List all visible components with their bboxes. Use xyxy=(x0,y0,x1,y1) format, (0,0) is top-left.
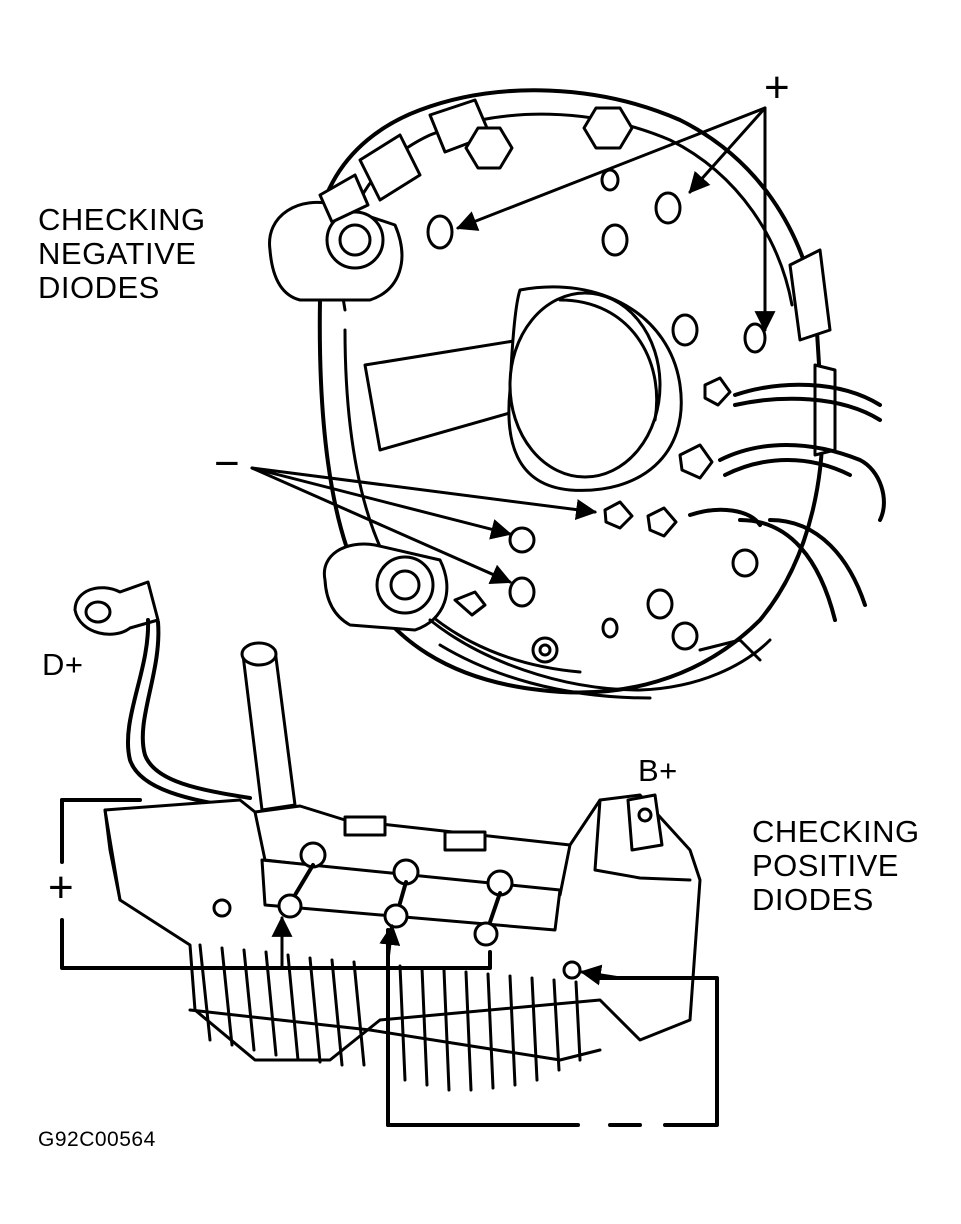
test-lead-lines xyxy=(60,798,719,1127)
rectifier-assembly-drawing xyxy=(73,580,702,1092)
negative-probe-arrows xyxy=(250,466,598,584)
positive-title-line-2: POSITIVE xyxy=(752,848,899,883)
plus-sign-left: + xyxy=(48,863,74,912)
b-plus-label: B+ xyxy=(638,753,678,788)
negative-title-line-3: DIODES xyxy=(38,270,160,305)
diode-terminals xyxy=(426,168,767,664)
positive-probe-arrows xyxy=(456,106,776,333)
negative-title: CHECKING NEGATIVE DIODES xyxy=(38,203,206,305)
heat-sink-fins xyxy=(188,943,602,1092)
figure-code: G92C00564 xyxy=(38,1128,156,1151)
d-plus-label: D+ xyxy=(42,647,84,682)
negative-title-line-1: CHECKING xyxy=(38,202,206,237)
negative-title-line-2: NEGATIVE xyxy=(38,236,197,271)
positive-title-line-3: DIODES xyxy=(752,882,874,917)
positive-title-line-1: CHECKING xyxy=(752,814,920,849)
minus-sign: − xyxy=(214,439,240,488)
positive-title: CHECKING POSITIVE DIODES xyxy=(752,815,920,917)
plus-sign-top: + xyxy=(764,63,790,112)
end-plate-drawing xyxy=(268,88,886,700)
